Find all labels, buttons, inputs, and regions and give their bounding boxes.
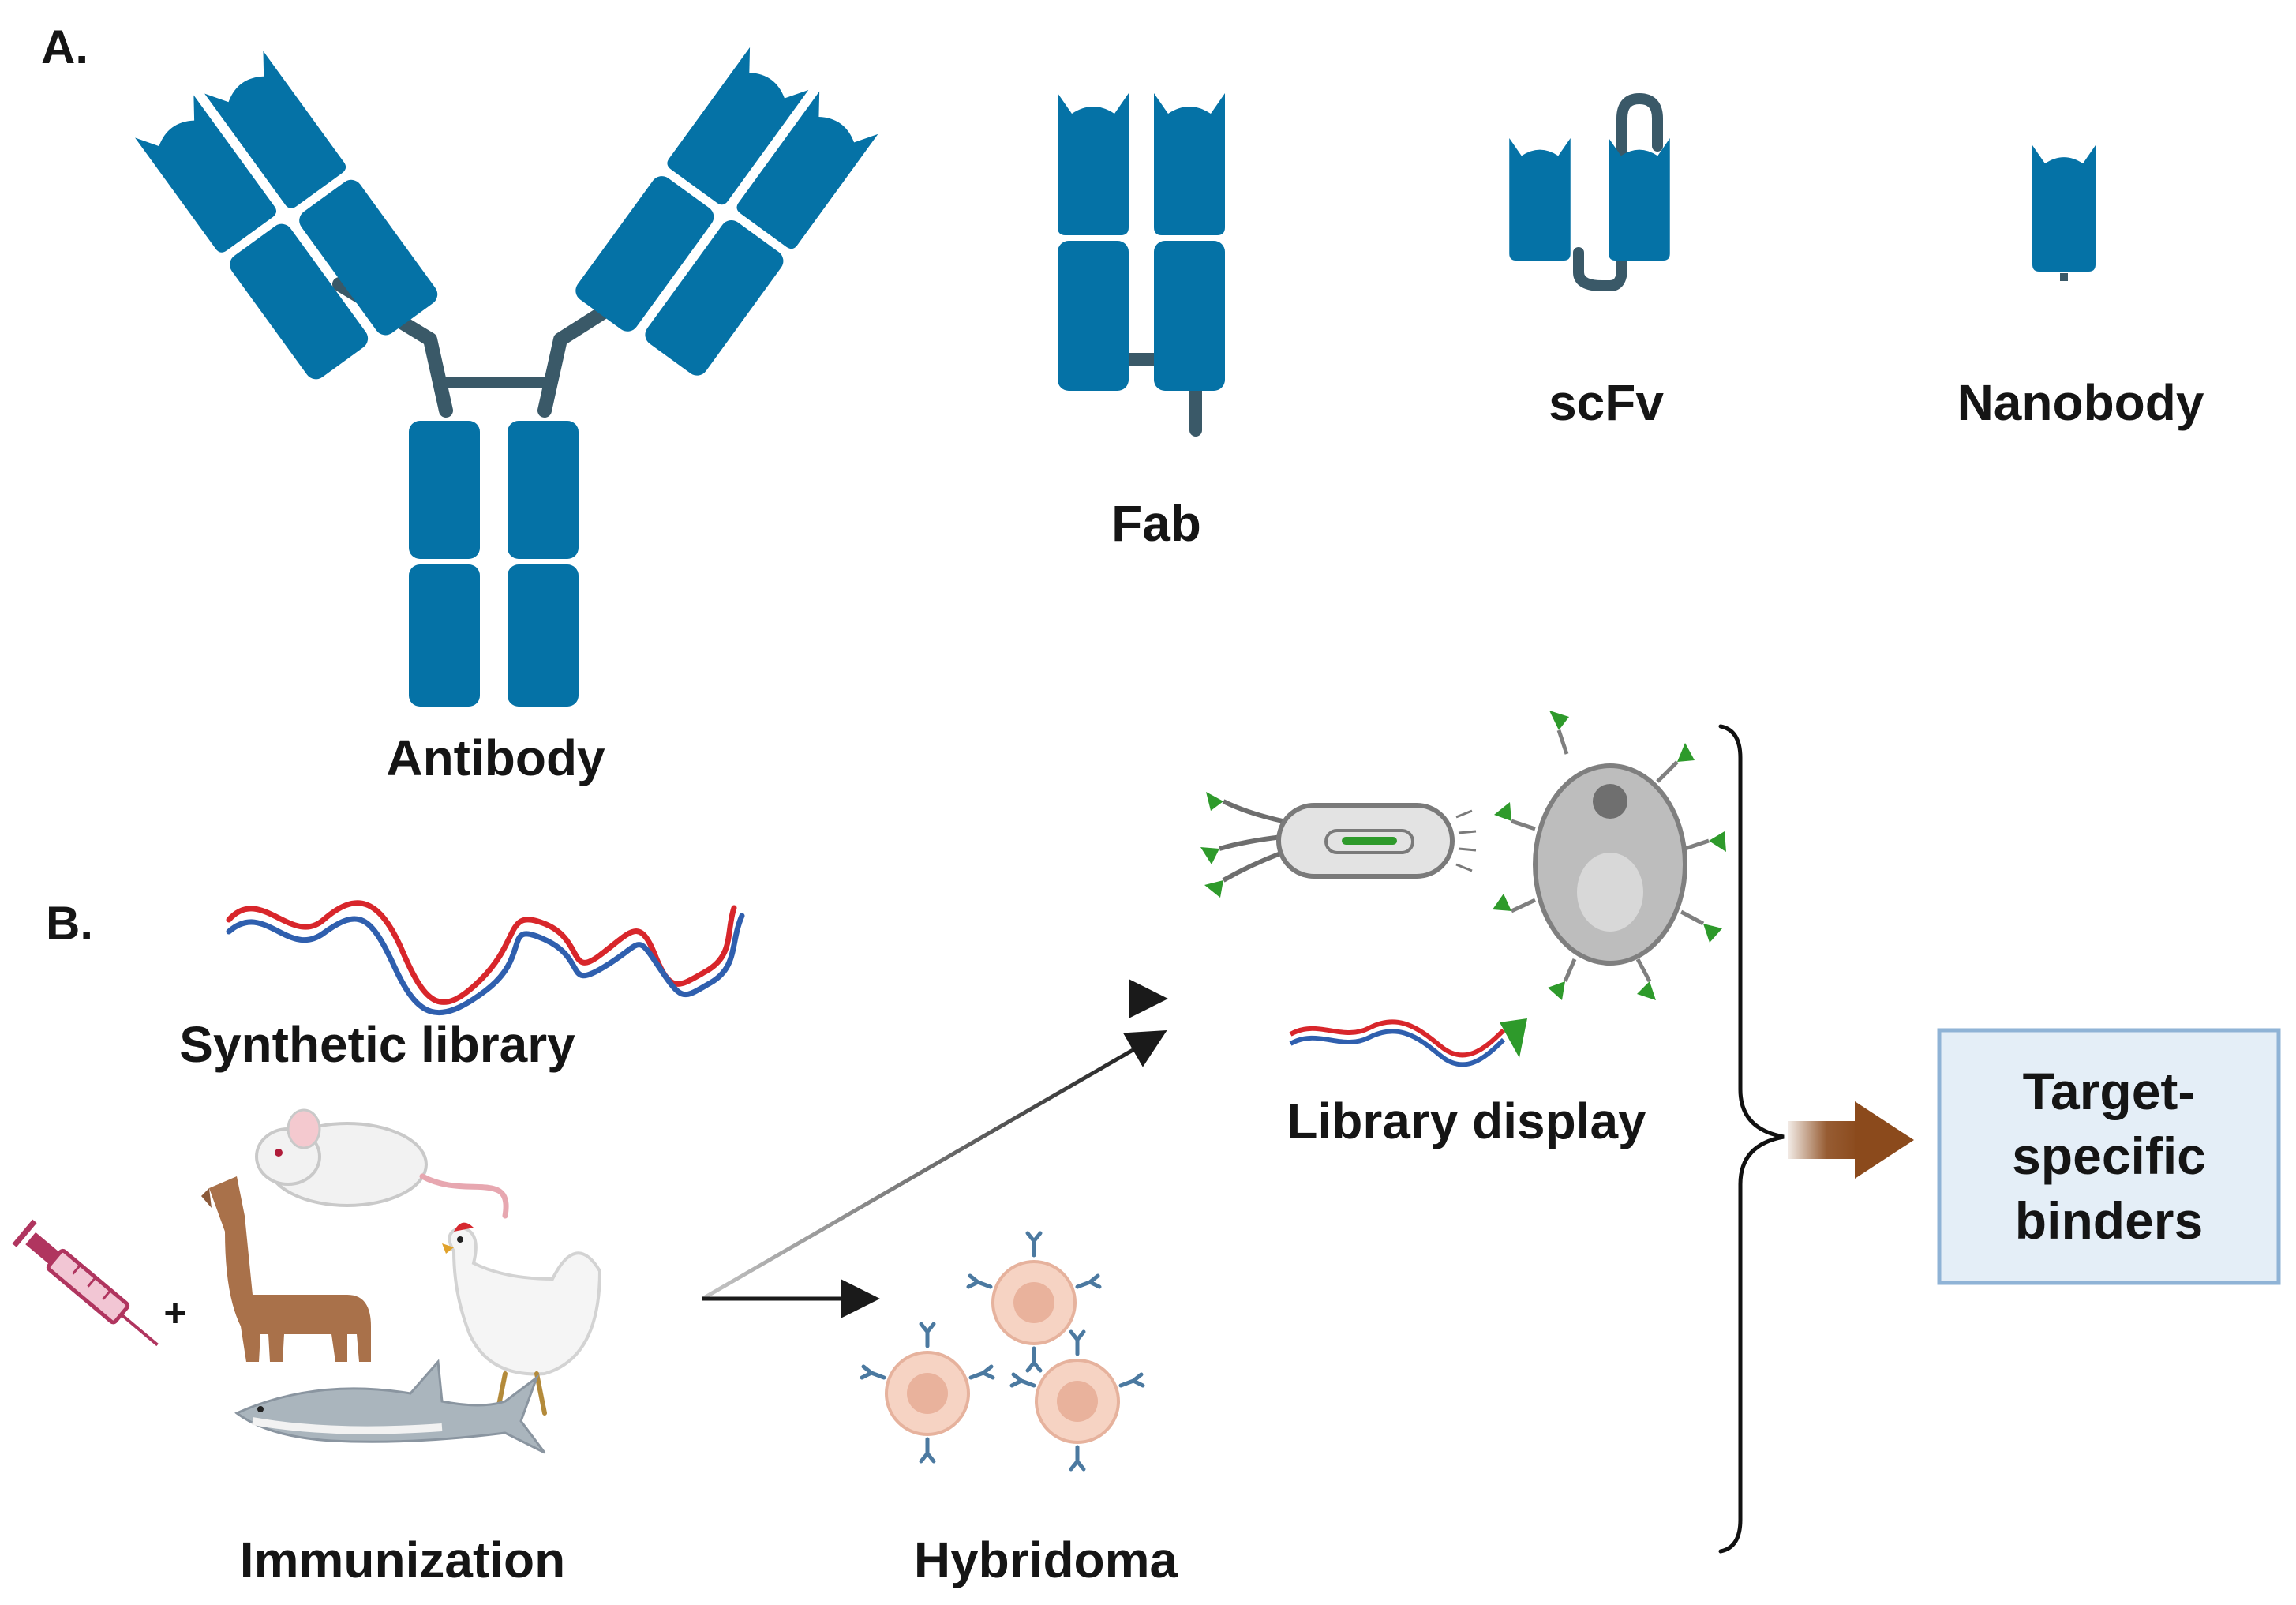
immunization-to-display-arrow (701, 1029, 1167, 1301)
scfv-label: scFv (1549, 374, 1664, 431)
phage-dna-icon (1289, 1018, 1527, 1067)
panel-a-label: A. (41, 21, 88, 73)
antibody-label: Antibody (386, 729, 605, 786)
nanobody-icon (2032, 145, 2096, 281)
result-line-1: Target- (2023, 1062, 2196, 1120)
dna-icon (226, 900, 745, 1016)
result-arrow (1788, 1101, 1914, 1179)
synthetic-library-label: Synthetic library (179, 1016, 575, 1073)
yeast-cell-icon (1493, 711, 1726, 1000)
hybridoma-label: Hybridoma (914, 1532, 1178, 1588)
llama-icon (201, 1176, 371, 1362)
fab-icon (1058, 93, 1225, 437)
immunization-label: Immunization (240, 1532, 565, 1588)
panel-b-label: B. (46, 897, 93, 950)
grouping-brace (1718, 724, 1785, 1554)
syringe-icon (12, 1219, 159, 1347)
antibody-icon (134, 47, 878, 707)
chicken-icon (442, 1222, 602, 1416)
hybridoma-cells-icon (860, 1231, 1145, 1472)
result-line-3: binders (2015, 1191, 2203, 1250)
bacterium-icon (1200, 792, 1477, 898)
mouse-icon (255, 1108, 509, 1219)
scfv-icon (1509, 93, 1670, 291)
plus-sign: + (163, 1291, 186, 1335)
target-specific-binders-box: Target- specific binders (1937, 1028, 2281, 1285)
flow-arrows (655, 979, 1168, 1318)
fab-label: Fab (1111, 495, 1201, 552)
nanobody-label: Nanobody (1957, 374, 2204, 431)
result-line-2: specific (2012, 1127, 2206, 1185)
shark-icon (234, 1359, 546, 1454)
library-display-label: Library display (1287, 1093, 1646, 1149)
